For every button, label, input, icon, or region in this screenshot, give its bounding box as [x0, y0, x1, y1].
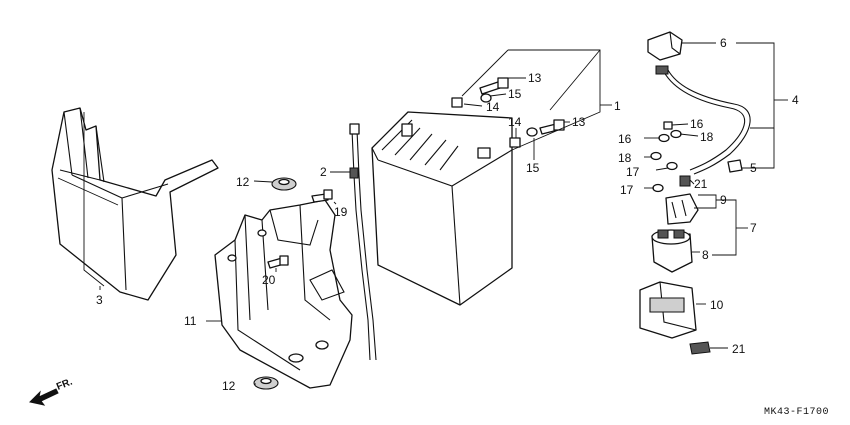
label-10: 10	[710, 298, 724, 312]
label-9: 9	[720, 193, 727, 207]
breather-tube	[349, 123, 377, 361]
label-16-left: 16	[618, 132, 632, 146]
label-17-bottom: 17	[620, 183, 634, 197]
label-13-top: 13	[528, 71, 542, 85]
label-1: 1	[614, 99, 621, 113]
label-2: 2	[320, 165, 327, 179]
label-12-bottom: 12	[222, 379, 236, 393]
label-17-top: 17	[626, 165, 640, 179]
label-7: 7	[750, 221, 757, 235]
battery-cable	[647, 31, 751, 175]
label-4: 4	[792, 93, 799, 107]
leader-lines	[83, 42, 788, 385]
front-direction-arrow: FR.	[28, 376, 74, 406]
label-16-top: 16	[690, 117, 704, 131]
label-20: 20	[262, 273, 276, 287]
relay-cover	[639, 281, 697, 339]
label-14-top: 14	[486, 100, 500, 114]
battery	[371, 111, 513, 306]
label-18-right: 18	[700, 130, 714, 144]
label-13-right: 13	[572, 115, 586, 129]
starter-relay	[651, 229, 693, 273]
label-14-right: 14	[508, 115, 522, 129]
label-15-top: 15	[508, 87, 522, 101]
battery-cover	[51, 107, 219, 301]
label-11: 11	[184, 314, 197, 328]
label-12-top: 12	[236, 175, 250, 189]
label-18-left: 18	[618, 151, 632, 165]
label-5: 5	[750, 161, 757, 175]
label-15-right: 15	[526, 161, 540, 175]
label-3: 3	[96, 293, 103, 307]
battery-holder-bracket	[214, 199, 353, 389]
label-19: 19	[334, 205, 348, 219]
fuse-holder	[665, 193, 699, 225]
hardware	[253, 77, 711, 390]
label-21-top: 21	[694, 177, 708, 191]
part-labels: 1 2 3 4 5 6 7 8 9 10 11 12 12 13 13 14 1…	[96, 36, 799, 393]
label-21-bottom: 21	[732, 342, 746, 356]
diagram-code: MK43-F1700	[764, 407, 829, 418]
label-8: 8	[702, 248, 709, 262]
label-6: 6	[720, 36, 727, 50]
front-label: FR.	[55, 376, 74, 392]
